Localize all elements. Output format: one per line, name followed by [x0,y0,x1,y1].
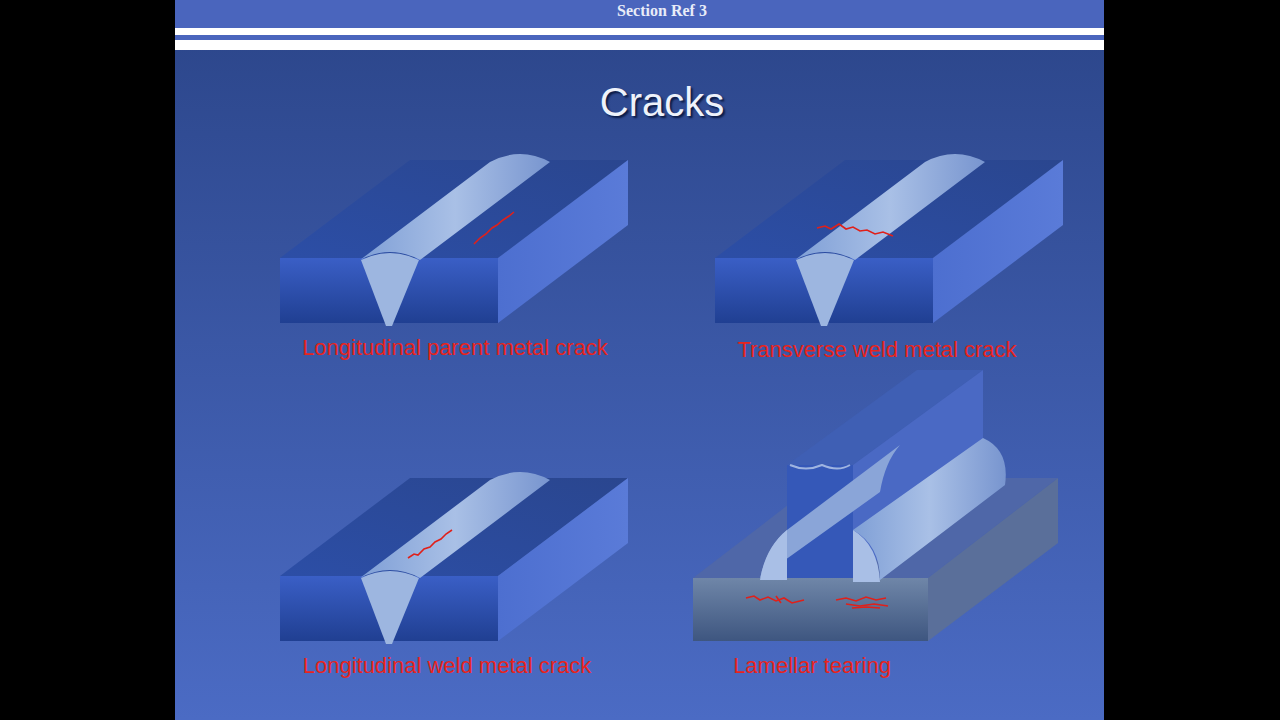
butt-weld-plate [280,154,628,326]
fillet-section [760,530,787,580]
t-joint [693,370,1058,641]
crack-line [846,604,888,606]
header-band [175,0,1104,28]
weld-section [361,253,419,326]
crack-line [836,597,886,601]
butt-weld-plate [715,154,1063,326]
crack-line [474,212,514,244]
header-rule-stripe [175,35,1104,40]
crack-caption: Lamellar tearing [733,653,891,679]
crack-caption: Longitudinal parent metal crack [302,335,608,361]
plate-front [693,578,928,641]
slide-title: Cracks [600,80,724,125]
crack-line [852,607,880,608]
weld-cap [360,154,550,260]
slide-background [175,0,1104,720]
weld-section [796,253,854,326]
butt-weld-plate [280,472,628,644]
weld-section [361,571,419,644]
stem-edge [790,465,850,469]
crack-line [776,596,781,603]
section-header: Section Ref 3 [617,2,707,20]
weld-cap [795,154,985,260]
crack-caption: Transverse weld metal crack [737,337,1016,363]
weld-cap [360,472,550,578]
header-rule [175,28,1104,50]
crack-line [408,530,452,558]
crack-line [817,224,893,236]
crack-caption: Longitudinal weld metal crack [303,653,592,679]
fillet-weld [853,438,1006,580]
crack-line [746,596,804,603]
fillet-section [853,530,880,582]
